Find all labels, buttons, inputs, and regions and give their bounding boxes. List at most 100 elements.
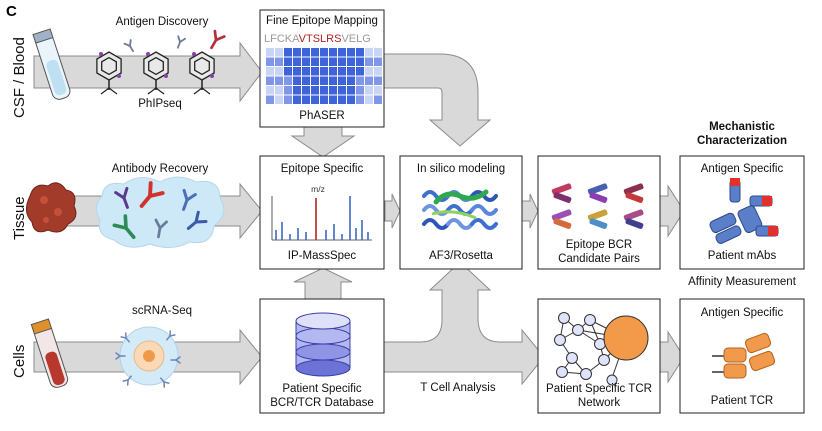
cell-receptor-5-stem [160,377,165,383]
protein-green-strand [433,189,489,205]
arrow-epitope-to-insilico [384,193,401,229]
protein-helix-8 [446,218,474,230]
cell-receptor-3-arm-left [175,356,181,361]
phage-1-leg-right [108,87,118,95]
heatmap-cell-3-10 [356,76,364,85]
label-antigen-specific-top: Antigen Specific [701,163,784,175]
cloud-antibody-2-stem [139,194,152,208]
label-scrna-seq: scRNA-Seq [132,305,192,317]
label-epitope-bcr: Epitope BCR [566,239,632,251]
cell-receptor-4-arm-right [122,379,129,382]
heatmap-cell-0-8 [338,48,346,57]
heatmap-cell-4-6 [320,86,328,95]
heatmap-cell-4-12 [374,86,382,95]
heatmap-cell-3-0 [266,76,274,85]
cell-receptor-1-arm-right [124,332,127,339]
bcr-light-1 [553,192,572,203]
heatmap-cell-0-2 [284,48,292,57]
heatmap-cell-2-7 [329,67,337,76]
cloud-antibody-6-arm-left [194,210,200,224]
network-node-1 [558,312,570,324]
heatmap-cell-5-8 [338,95,346,104]
blood-tube-icon [32,28,71,100]
phage-1-peptide-a [99,52,103,56]
phage-antibody-2-stem [177,41,181,49]
phage-antibody-1-stem [129,45,134,53]
heatmap-cell-2-6 [320,67,328,76]
label-network: Network [578,397,620,409]
label-epitope-specific: Epitope Specific [281,163,364,175]
cell-receptor-5-arm-right [163,381,166,388]
heatmap-cell-2-1 [275,67,283,76]
heatmap-cell-0-12 [374,48,382,57]
network-node-5 [580,368,592,380]
bcr-heavy-1 [551,183,572,195]
phage-antibody-3-arm-left [213,29,218,42]
label-patient-specific-db: Patient Specific [282,383,362,395]
heatmap-cell-1-4 [302,57,310,66]
heatmap-cell-1-12 [374,57,382,66]
cell-receptor-2 [166,330,176,341]
heatmap-cell-5-7 [329,95,337,104]
heatmap-cell-4-5 [311,86,319,95]
cell-receptor-2-stem [166,335,171,341]
heatmap-cell-1-0 [266,57,274,66]
heatmap-cell-2-12 [374,67,382,76]
label-patient-specific-tcr: Patient Specific TCR [546,383,652,395]
heatmap-cell-3-12 [374,76,382,85]
heatmap-cell-2-5 [311,67,319,76]
heatmap-cell-3-2 [284,76,292,85]
phage-antibody-3 [210,29,226,50]
label-characterization: Characterization [697,135,787,147]
phage-antibody-2-arm-left [177,35,181,43]
phaser-heatmap [266,48,382,104]
heatmap-cell-2-2 [284,67,292,76]
phage-3-leg-right [201,87,211,95]
label-af3-rosetta: AF3/Rosetta [429,250,494,262]
peptide-right: VELG [341,33,370,45]
heatmap-cell-1-5 [311,57,319,66]
label-antigen-specific-bottom: Antigen Specific [701,307,784,319]
arrow-bcr-to-mabs [659,184,685,238]
cell-receptor-2-arm-left [169,330,172,337]
network-node-tail [606,374,618,386]
heatmap-cell-5-5 [311,95,319,104]
network-hub-node [603,315,649,361]
arrow-phaser-to-epitope [290,126,356,158]
antibody-icons [112,181,208,239]
heatmap-cell-0-6 [320,48,328,57]
bcr-light-3 [625,192,644,203]
heatmap-cell-5-0 [266,95,274,104]
heatmap-cell-0-4 [302,48,310,57]
heatmap-cell-0-11 [365,48,373,57]
peptide-sequence: LFCKAVTSLRSVELG [264,33,371,45]
protein-helix-9 [470,218,498,230]
cloud-antibody-1-arm-left [114,191,126,200]
cloud-antibody-4-stem [124,226,136,239]
cell-receptor-6-arm-right [115,352,121,357]
cell-receptor-1-arm-left [120,336,127,339]
label-phaser: PhASER [299,110,344,122]
heatmap-cell-2-11 [365,67,373,76]
cloud-antibody-5-arm-left [154,218,162,230]
row-label-csf-blood: CSF / Blood [11,37,28,118]
cloud-antibody-4-arm-right [123,214,128,230]
phage-1-peptide-b [117,74,121,78]
phage-3-core [194,56,210,76]
heatmap-cell-4-10 [356,86,364,95]
arrow-network-to-tcr [659,330,685,384]
cloud-antibody-2-arm-right [148,191,165,198]
heatmap-cell-2-0 [266,67,274,76]
heatmap-cell-1-10 [356,57,364,66]
label-mz: m/z [311,184,325,194]
cell-receptor-5-arm-left [163,381,170,384]
heatmap-cell-0-0 [266,48,274,57]
protein-loop [431,210,477,220]
heatmap-cell-3-9 [347,76,355,85]
heatmap-cell-4-0 [266,86,274,95]
bcr-heavy-5 [587,209,608,221]
phage-2-leg-left [147,87,157,95]
arrow-insilico-to-bcr [521,193,539,229]
label-patient-mabs: Patient mAbs [708,250,777,262]
heatmap-cell-5-12 [374,95,382,104]
